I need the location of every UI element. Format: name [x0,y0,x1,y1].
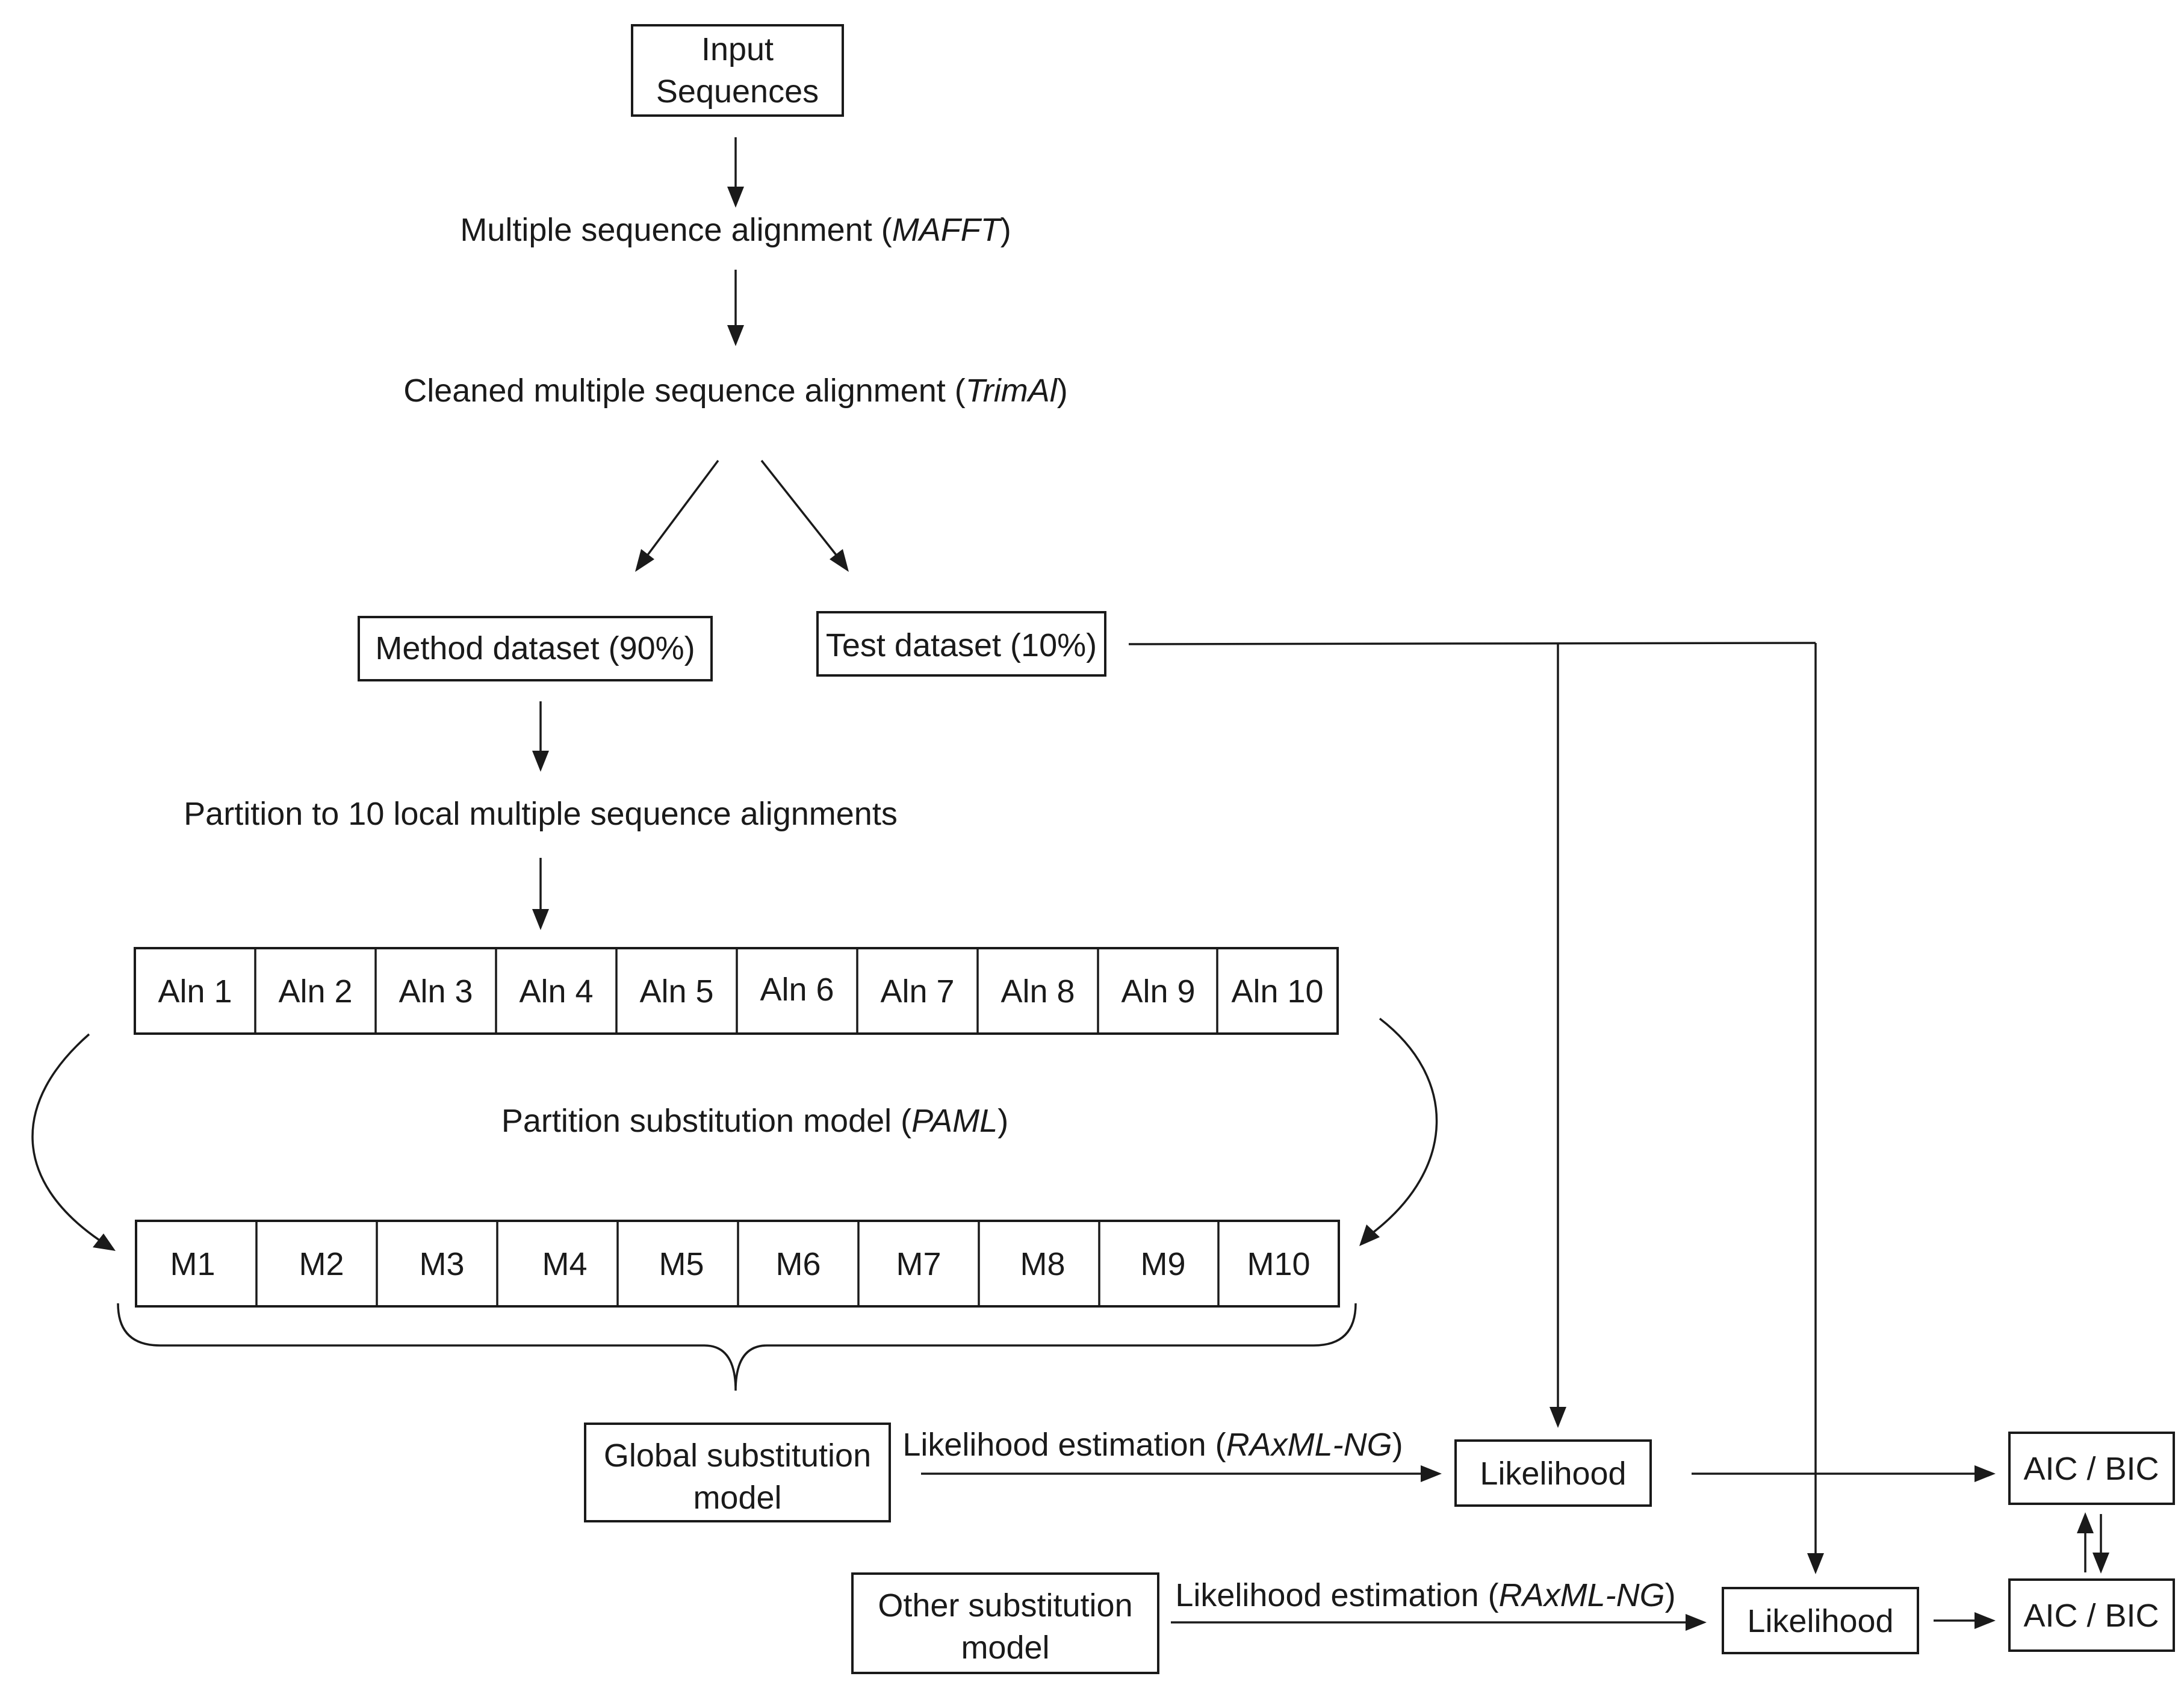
arrow-likelihood-to-aic-top [1692,1465,1996,1482]
combine-brace [117,1303,1357,1391]
arrow-other-to-likelihood [1171,1614,1707,1631]
model-cell: M3 [419,1246,464,1282]
method-dataset-node: Method dataset (90%) [358,616,713,681]
other-model-line1: Other substitution [878,1587,1132,1624]
method-dataset-label: Method dataset (90%) [375,630,695,666]
arrow-msa-to-cleaned [727,270,744,346]
msa-label: Multiple sequence alignment (MAFFT) [460,212,1011,248]
model-cell: M6 [775,1246,821,1282]
alignment-cell: Aln 6 [760,972,834,1008]
aic-bic-node-top: AIC / BIC [2008,1432,2175,1505]
input-label-line1: Input [701,31,774,67]
alignment-cell: Aln 7 [880,973,954,1010]
curved-arrow-left [31,1033,116,1251]
likelihood-estimation-label: Likelihood estimation (RAxML-NG) [1175,1577,1675,1613]
model-cell: M7 [896,1246,941,1282]
test-dataset-label: Test dataset (10%) [826,627,1097,663]
arrow-cleaned-to-test [760,459,849,572]
partition-model-label: Partition substitution model (PAML) [501,1103,1008,1139]
other-model-line2: model [961,1630,1049,1666]
alignment-cell: Aln 10 [1231,973,1323,1010]
alignment-cell: Aln 5 [639,973,713,1010]
arrow-method-to-partition [532,701,549,772]
arrow-cleaned-to-method [635,459,719,572]
cleaned-msa-label: Cleaned multiple sequence alignment (Tri… [403,373,1068,409]
global-model-node: Global substitution model [584,1423,891,1522]
arrow-global-to-likelihood [921,1465,1442,1482]
model-cell: M4 [542,1246,587,1282]
arrow-aic-compare-up [2077,1512,2094,1572]
model-cell: M10 [1247,1246,1310,1282]
global-model-line1: Global substitution [604,1438,871,1474]
arrow-likelihood-to-aic-bottom [1934,1612,1996,1629]
alignment-cell: Aln 3 [399,973,473,1010]
arrow-input-to-msa [727,137,744,208]
other-model-node: Other substitution model [851,1572,1159,1674]
likelihood-label: Likelihood [1747,1603,1893,1639]
aic-bic-label: AIC / BIC [2023,1451,2159,1487]
model-cell: M2 [299,1246,344,1282]
test-dataset-node: Test dataset (10%) [816,611,1106,677]
likelihood-node-global: Likelihood [1454,1439,1652,1507]
likelihood-label: Likelihood [1480,1456,1626,1492]
alignment-cell: Aln 2 [278,973,352,1010]
partition-label: Partition to 10 local multiple sequence … [184,796,898,832]
model-cell: M5 [659,1246,704,1282]
alignment-cell: Aln 9 [1121,973,1195,1010]
alignment-cell: Aln 4 [519,973,593,1010]
alignment-row: Aln 1 Aln 2 Aln 3 Aln 4 Aln 5 Aln 6 Aln … [134,947,1339,1035]
model-cell: M1 [170,1246,215,1282]
models-row: M1 M2 M3 M4 M5 M6 M7 M8 M9 M10 [135,1220,1340,1308]
model-cell: M9 [1140,1246,1185,1282]
alignment-cell: Aln 1 [158,973,232,1010]
input-label-line2: Sequences [656,73,819,110]
likelihood-estimation-label: Likelihood estimation (RAxML-NG) [902,1427,1403,1463]
input-sequences-node: Input Sequences [631,24,844,117]
arrow-partition-to-alignments [532,858,549,930]
aic-bic-label: AIC / BIC [2023,1598,2159,1634]
global-model-line2: model [693,1480,781,1516]
test-dataset-routing [1128,642,1824,1574]
model-cell: M8 [1020,1246,1065,1282]
aic-bic-node-bottom: AIC / BIC [2008,1578,2175,1652]
alignment-cell: Aln 8 [1000,973,1075,1010]
curved-arrow-right [1359,1017,1438,1246]
likelihood-node-other: Likelihood [1722,1587,1919,1654]
arrow-aic-compare-down [2092,1514,2109,1574]
